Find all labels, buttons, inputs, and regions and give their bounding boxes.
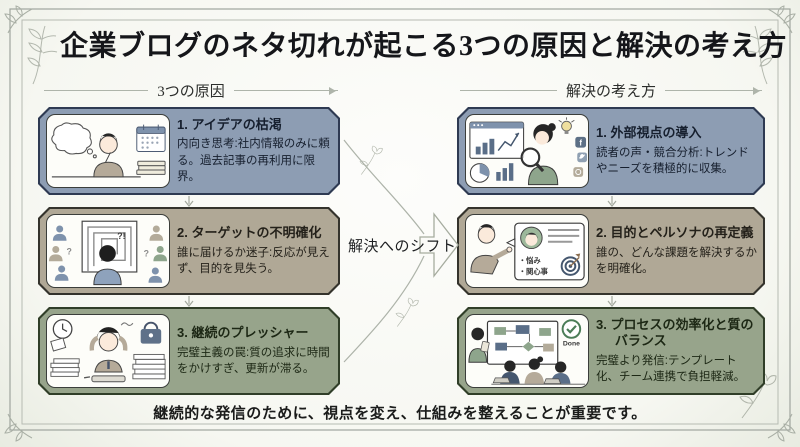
header-line [460,90,557,91]
presenter-person [471,224,512,274]
stressed-person [92,327,125,372]
footer-note: 継続的な発信のために、視点を変え、仕組みを整えることが重要です。 [153,405,647,422]
card-description: 読者の声・競合分析:トレンドやニーズを積極的に収集。 [596,146,749,175]
cause-card-3: 3. 継続のプレッシャー 完璧主義の罠:質の追求に時間をかけすぎ、更新が滞る。 [38,307,340,395]
woman-with-magnifier [522,123,558,184]
lock-icon [141,323,161,344]
solution-card-1: f 1. 外部視点の導入 読者の声・競合分析:トレンドやニーズを積極的に収集。 [457,107,765,195]
paper-stack-right [133,354,165,378]
person-lost-in-maze-illustration: ?! ? ? [46,214,170,288]
stress-squiggle [121,323,133,326]
card-title: 2. 目的とペルソナの再定義 [596,225,754,241]
svg-text:f: f [579,139,582,148]
pie-chart-icon [470,164,489,183]
svg-text:Done: Done [563,341,580,348]
audience-icons: ? ? [49,226,167,283]
card-title: 2. ターゲットの不明確化 [177,225,322,241]
section-header-causes-label: 3つの原因 [157,84,225,100]
svg-text:・関心事: ・関心事 [519,267,549,276]
stressed-person-illustration [46,314,170,388]
thinking-person-with-calendar-illustration [46,114,170,188]
shift-label: 解決へのシフト [348,239,457,255]
connector-curve-top [343,139,425,235]
svg-text:・悩み: ・悩み [519,256,542,265]
card-description: 完璧主義の罠:質の追求に時間をかけすぎ、更新が滞る。 [177,346,330,375]
keyboard [92,376,125,382]
card-title: 1. 外部視点の導入 [596,125,702,141]
card-description: 誰に届けるか迷子:反応が見えず、目的を見失う。 [177,246,330,275]
section-header-solutions: 解決の考え方 [460,80,763,101]
card-title: 3. 継続のプレッシャー [177,325,309,341]
team-workflow-illustration: Done [465,314,589,388]
connector-curve-bottom [343,255,425,363]
header-arrow-line [665,86,763,95]
persona-card: ・悩み ・関心事 [507,223,584,280]
target-icon [562,253,581,274]
page-title: 企業ブログのネタ切れが起こる3つの原因と解決の考え方 [60,31,788,62]
calendar-icon [137,125,165,152]
pen [84,377,90,378]
team-members [469,328,585,385]
thought-bubble-icon [52,123,96,158]
header-line [44,90,149,91]
paper-stack-left [51,359,79,377]
card-description: 内向き思考:社内情報のみに頼る。過去記事の再利用に限界。 [177,138,330,183]
person [94,133,123,176]
card-title: 1. アイデアの枯渇 [177,117,282,133]
clock-icon [53,320,72,339]
person-back [94,245,121,285]
svg-text:?: ? [67,246,72,256]
card-description: 完璧より発信:テンプレート化、チーム連携で負担軽減。 [596,354,746,383]
flowchart-whiteboard-icon [487,321,557,364]
card-title: 3. プロセスの効率化と質のバランス [596,317,754,349]
social-media-icons: f [573,137,587,177]
solution-card-3: Done 3. プロセスの効率化と質 [457,307,765,395]
svg-text:?: ? [144,248,149,258]
analytics-window-icon [470,122,524,158]
flying-paper [51,338,66,351]
header-arrow-line [233,86,339,95]
mini-bar-chart-icon [496,163,513,181]
card-description: 誰の、どんな課題を解決するかを明確化。 [596,246,757,275]
done-badge-icon: Done [563,320,581,347]
cause-card-2: ?! ? ? 2. ターゲットの不明確化 [38,207,340,295]
solution-card-2: ・悩み ・関心事 2. 目的とペルソナの再定義 誰の、どんな課題を解決するかを明… [457,207,765,295]
lightbulb-icon [559,117,575,134]
section-header-causes: 3つの原因 [44,80,339,101]
persona-card-illustration: ・悩み ・関心事 [465,214,589,288]
section-header-solutions-label: 解決の考え方 [566,84,657,100]
woman-analyzing-data-illustration: f [465,114,589,188]
svg-text:?!: ?! [117,231,125,241]
cause-card-1: 1. アイデアの枯渇 内向き思考:社内情報のみに頼る。過去記事の再利用に限界。 [38,107,340,195]
